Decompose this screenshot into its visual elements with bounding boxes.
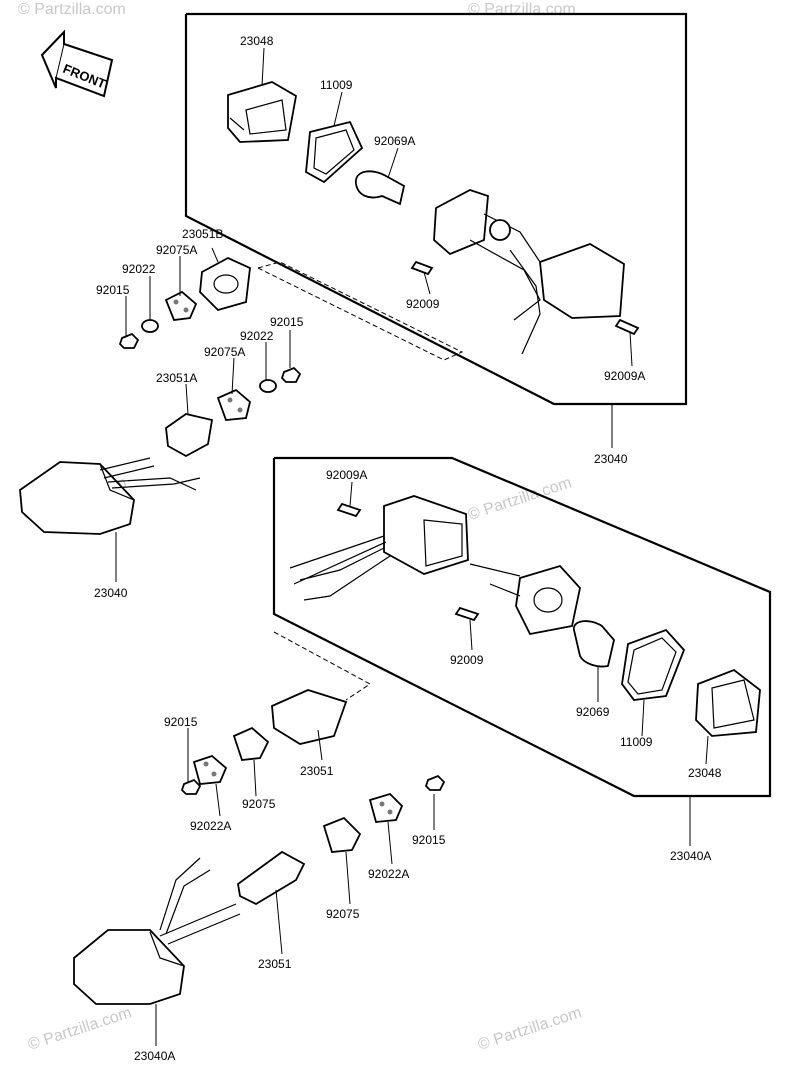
housing-23040-top — [433, 189, 625, 355]
label-92009-top: 92009 — [406, 297, 440, 311]
label-92009A-top: 92009A — [604, 369, 645, 383]
grommet-92075A-top — [164, 290, 198, 321]
label-92015-low: 92015 — [164, 715, 198, 729]
label-92009-mid: 92009 — [450, 653, 484, 667]
label-92009A-mid: 92009A — [326, 468, 367, 482]
dashed-guide-top-2 — [257, 261, 464, 361]
label-23048-mid: 23048 — [688, 766, 722, 780]
label-23051-mid: 23051 — [300, 764, 334, 778]
label-92022-top: 92022 — [122, 262, 156, 276]
socket-23051B — [199, 256, 251, 312]
label-92015-bottom: 92015 — [412, 833, 446, 847]
lens-23048-top — [227, 81, 297, 143]
screw-92009A-mid — [336, 502, 362, 518]
label-11009-top: 11009 — [320, 78, 353, 92]
socket-23051-bottom — [237, 850, 306, 906]
screw-92009A-top — [614, 318, 640, 336]
nut-92015-bottom — [424, 774, 446, 791]
grommet-92075A-mid — [216, 388, 252, 421]
front-arrow-icon: FRONT — [40, 29, 114, 98]
dashed-guide-mid — [273, 631, 371, 701]
gasket-11009-top — [305, 120, 364, 184]
assembly-box-23040 — [184, 12, 688, 406]
washer-92022-mid — [259, 379, 277, 393]
nut-92015-top — [118, 332, 140, 349]
label-92022-mid: 92022 — [240, 329, 274, 343]
label-11009-mid: 11009 — [620, 735, 653, 749]
label-92075-mid: 92075 — [242, 797, 276, 811]
label-92069A: 92069A — [374, 134, 415, 148]
label-23051-bottom: 23051 — [258, 957, 292, 971]
watermark-mid-right: © Partzilla.com — [466, 474, 574, 523]
label-92022A-right: 92022A — [368, 867, 409, 881]
plate-92022A-right — [368, 792, 404, 823]
label-23040-right: 23040 — [594, 452, 628, 466]
screw-92009-mid — [454, 606, 480, 622]
bulb-92069A — [355, 170, 406, 206]
watermark-top-right: © Partzilla.com — [468, 1, 576, 18]
leader-lines — [115, 47, 709, 1046]
socket-23051A — [165, 413, 214, 458]
nut-92015-mid — [280, 366, 302, 383]
screw-92009-top — [410, 260, 434, 276]
label-92075A-mid: 92075A — [204, 345, 245, 359]
socket-base-mid — [469, 563, 581, 636]
label-92075-bottom: 92075 — [326, 907, 360, 921]
label-92075A-top: 92075A — [156, 243, 197, 257]
lens-23048-mid — [695, 668, 761, 737]
label-23040A-bottom: 23040A — [134, 1049, 175, 1063]
label-92015-top: 92015 — [96, 283, 130, 297]
label-23048-top: 23048 — [240, 34, 274, 48]
watermark-bottom-left: © Partzilla.com — [26, 1004, 134, 1053]
signal-23040-left — [19, 457, 201, 535]
signal-23040A-bottom — [73, 857, 241, 1005]
assembly-box-23040A — [272, 456, 772, 798]
label-92015-mid: 92015 — [270, 315, 304, 329]
nut-92015-low — [180, 778, 202, 795]
label-23040-left: 23040 — [94, 586, 128, 600]
grommet-92075-mid — [232, 726, 270, 761]
plate-92022A-left — [192, 754, 228, 785]
socket-23051-mid — [271, 689, 348, 745]
bulb-92069 — [573, 620, 615, 668]
grommet-92075-bottom — [322, 816, 362, 853]
washer-92022-top — [141, 319, 159, 333]
label-23040A-right: 23040A — [670, 849, 711, 863]
label-23051B: 23051B — [182, 227, 223, 241]
watermark-top-left: © Partzilla.com — [18, 1, 126, 18]
label-92022A-left: 92022A — [190, 819, 231, 833]
label-23051A: 23051A — [156, 371, 197, 385]
housing-23040A-mid — [289, 495, 469, 601]
watermark-bottom-right: © Partzilla.com — [476, 1004, 584, 1053]
dashed-guide-top — [257, 267, 445, 361]
gasket-11009-mid — [621, 628, 686, 701]
label-92069: 92069 — [576, 705, 610, 719]
